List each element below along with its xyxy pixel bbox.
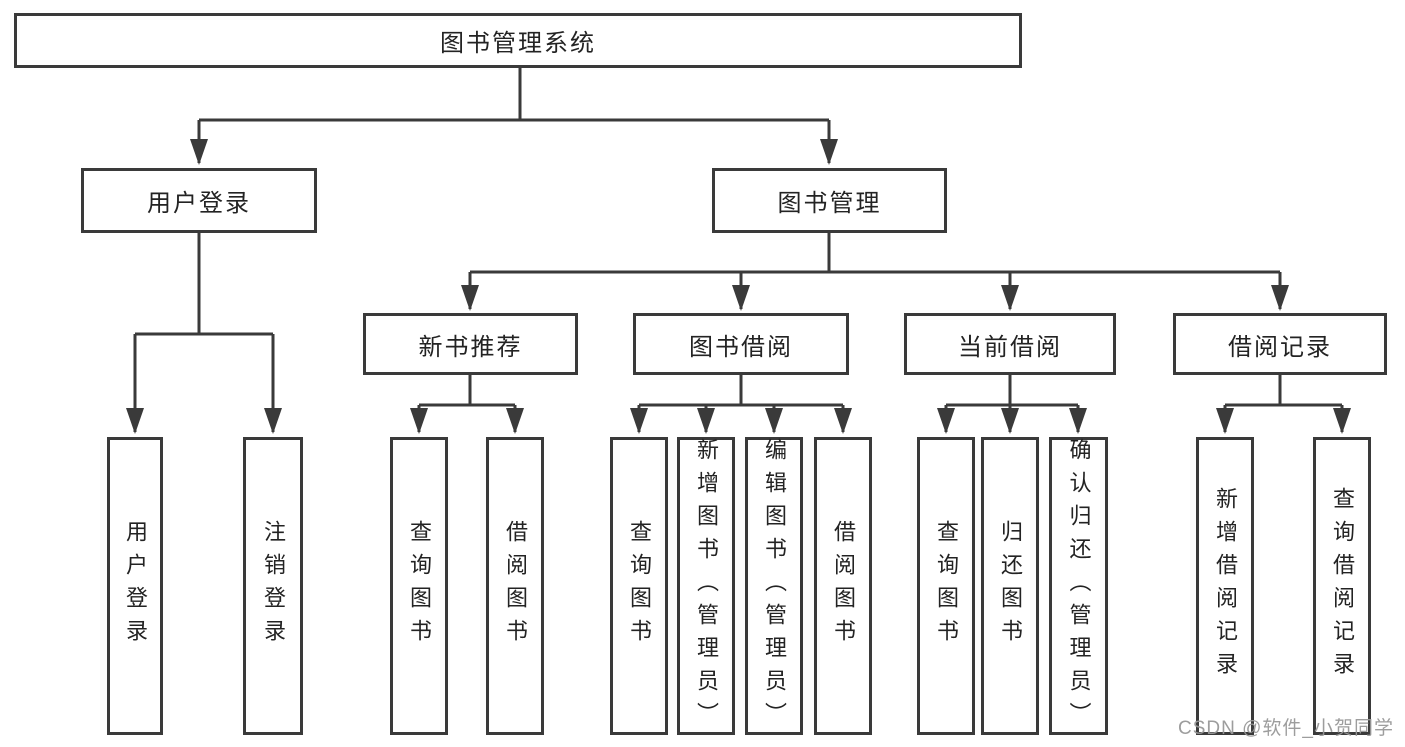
node-user-login: 用户登录 [81, 168, 317, 233]
node-user-login-label: 用户登录 [147, 190, 251, 217]
leaf-query-books-current: 查询图书 [917, 437, 975, 735]
leaf-logout: 注销登录 [243, 437, 303, 735]
leaf-edit-book-admin: 编辑图书（管理员） [745, 437, 803, 735]
leaf-query-books-borrowing-label: 查询图书 [627, 520, 652, 652]
node-current-borrowing: 当前借阅 [904, 313, 1116, 375]
leaf-logout-label: 注销登录 [261, 520, 286, 652]
leaf-query-books-recommend-label: 查询图书 [407, 520, 432, 652]
node-borrowing-records-label: 借阅记录 [1228, 333, 1332, 361]
leaf-borrow-books-recommend-label: 借阅图书 [503, 520, 528, 652]
node-book-management-label: 图书管理 [777, 190, 882, 217]
leaf-user-login-label: 用户登录 [123, 520, 148, 652]
leaf-query-books-borrowing: 查询图书 [610, 437, 668, 735]
leaf-return-books: 归还图书 [981, 437, 1039, 735]
node-book-management: 图书管理 [712, 168, 947, 233]
leaf-return-books-label: 归还图书 [998, 520, 1023, 652]
node-root-system: 图书管理系统 [14, 13, 1022, 68]
node-root-system-label: 图书管理系统 [440, 30, 596, 57]
csdn-watermark: CSDN @软件_小贺同学 [1178, 718, 1394, 739]
leaf-borrow-books-recommend: 借阅图书 [486, 437, 544, 735]
leaf-edit-book-admin-label: 编辑图书（管理员） [762, 437, 787, 735]
node-current-borrowing-label: 当前借阅 [958, 333, 1062, 361]
leaf-borrow-books-borrowing-label: 借阅图书 [831, 520, 856, 652]
leaf-query-borrow-record-label: 查询借阅记录 [1330, 487, 1355, 685]
node-new-book-recommend-label: 新书推荐 [418, 333, 523, 361]
node-book-borrowing: 图书借阅 [633, 313, 849, 375]
leaf-add-book-admin: 新增图书（管理员） [677, 437, 735, 735]
node-borrowing-records: 借阅记录 [1173, 313, 1387, 375]
leaf-user-login: 用户登录 [107, 437, 163, 735]
node-new-book-recommend: 新书推荐 [363, 313, 578, 375]
leaf-query-books-current-label: 查询图书 [934, 520, 959, 652]
leaf-add-book-admin-label: 新增图书（管理员） [694, 437, 719, 735]
leaf-query-books-recommend: 查询图书 [390, 437, 448, 735]
node-book-borrowing-label: 图书借阅 [689, 333, 793, 361]
leaf-query-borrow-record: 查询借阅记录 [1313, 437, 1371, 735]
leaf-confirm-return-admin: 确认归还（管理员） [1049, 437, 1108, 735]
leaf-add-borrow-record: 新增借阅记录 [1196, 437, 1254, 735]
leaf-confirm-return-admin-label: 确认归还（管理员） [1066, 437, 1092, 735]
leaf-borrow-books-borrowing: 借阅图书 [814, 437, 872, 735]
leaf-add-borrow-record-label: 新增借阅记录 [1213, 487, 1238, 685]
